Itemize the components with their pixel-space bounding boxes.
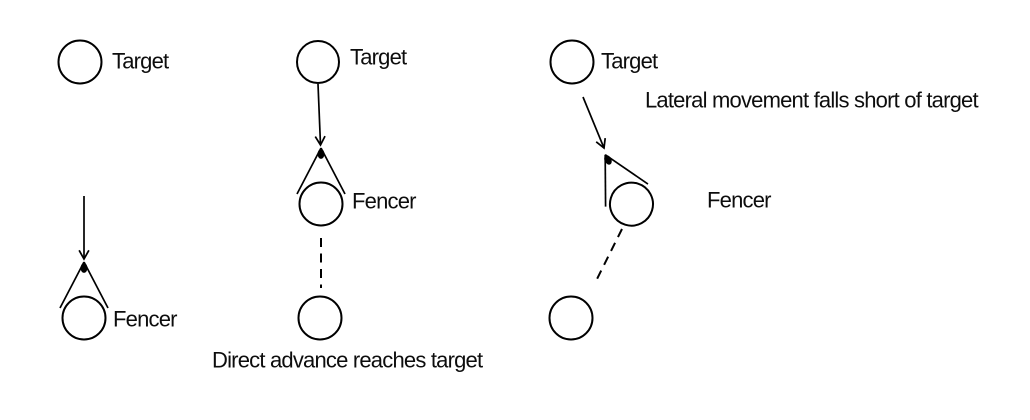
origin-position-circle (548, 295, 594, 341)
fencer-body-circle (298, 181, 344, 227)
fencer-figure (59, 261, 109, 341)
target-label: Target (112, 48, 169, 74)
path-dashed-line (594, 228, 623, 284)
fencer-cone-left-icon (59, 261, 85, 309)
target-circle (296, 40, 340, 84)
fencer-cone-right-icon (320, 147, 346, 195)
fencer-label: Fencer (707, 187, 771, 213)
fencer-tip-dot-icon (604, 155, 612, 165)
target-circle (57, 39, 103, 85)
fencer-label: Fencer (352, 188, 416, 214)
panel-left (57, 39, 109, 341)
caption-lateral-movement: Lateral movement falls short of target (645, 87, 979, 113)
target-circle (549, 39, 595, 85)
caption-direct-advance: Direct advance reaches target (212, 347, 483, 373)
target-label: Target (350, 44, 407, 70)
fencer-cone-left-icon (604, 154, 607, 207)
origin-position-circle (297, 295, 343, 341)
fencer-cone-left-icon (296, 147, 322, 195)
advance-arrow (314, 83, 326, 147)
fencer-figure (604, 154, 654, 227)
target-label: Target (601, 48, 658, 74)
fencer-tip-dot-icon (80, 263, 88, 273)
fencer-tip-dot-icon (317, 149, 325, 159)
fencer-label: Fencer (113, 306, 177, 332)
fencer-body-circle (61, 295, 107, 341)
fencer-figure (296, 147, 346, 227)
panel-right (548, 39, 654, 341)
fencer-cone-right-icon (83, 261, 109, 309)
lateral-advance-arrow (582, 96, 607, 150)
panel-middle (296, 40, 346, 341)
fencer-body-circle (608, 181, 654, 227)
fencer-cone-right-icon (604, 154, 649, 185)
